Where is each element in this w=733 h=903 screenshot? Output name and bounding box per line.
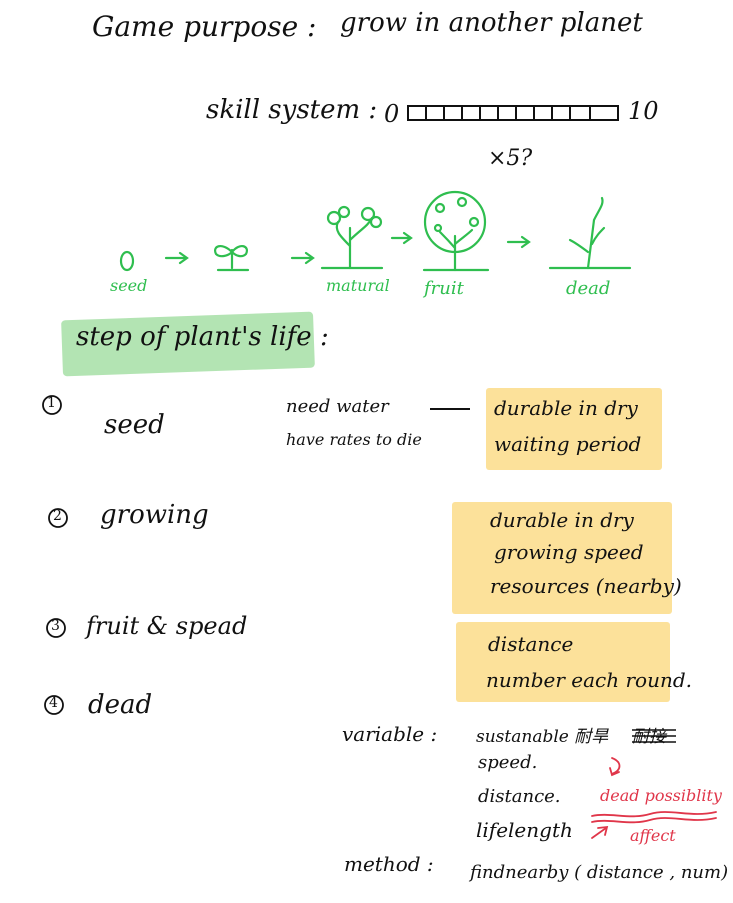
step-3-number: 3 (51, 618, 60, 634)
mature-plant-icon (320, 205, 384, 270)
variable-distance: distance. (478, 786, 561, 807)
stage-label-fruit: fruit (424, 278, 464, 299)
arrow-icon (164, 251, 189, 265)
dead-possibility-note: dead possiblity (600, 786, 722, 805)
variable-struck: 耐接 (632, 727, 666, 747)
affect-note: affect (630, 826, 676, 845)
stage-label-mature: matural (326, 276, 390, 295)
step-4-label: dead (88, 690, 153, 720)
arrow-icon (290, 251, 315, 265)
seed-note-waiting: waiting period (494, 432, 642, 456)
fruit-tree-icon (422, 190, 490, 272)
arrow-icon (390, 231, 413, 245)
variable-lifelength: lifelength (476, 818, 573, 842)
squiggle-underline (591, 811, 717, 818)
game-purpose-value: grow in another planet (340, 8, 643, 38)
game-purpose-label: Game purpose : (92, 10, 317, 43)
variable-label: variable : (342, 722, 438, 746)
step-2-circle (48, 508, 68, 528)
arrow-icon (591, 825, 609, 839)
skill-system-min: 0 (384, 100, 400, 128)
scribble-strike (632, 729, 676, 743)
step-3-label: fruit & spead (86, 612, 248, 640)
method-label: method : (344, 852, 434, 876)
curved-arrow-icon (611, 757, 621, 775)
growing-note-resources: resources (nearby) (490, 574, 682, 598)
skill-bar (407, 105, 619, 121)
seed-note-durable: durable in dry (494, 396, 638, 420)
steps-heading: step of plant's life : (76, 322, 329, 352)
dead-plant-icon (548, 196, 632, 270)
growing-note-durable: durable in dry (490, 508, 634, 532)
step-2-label: growing (100, 500, 209, 530)
step-1-label: seed (104, 410, 165, 440)
step-1-number: 1 (47, 395, 56, 411)
fruit-notes-highlight (456, 622, 670, 702)
fruit-note-number: number each round. (486, 668, 693, 692)
seed-notes-highlight (486, 388, 662, 470)
variable-speed: speed. (478, 752, 538, 773)
growing-notes-highlight (452, 502, 672, 614)
seed-note-rates-to-die: have rates to die (286, 430, 422, 449)
method-value: findnearby ( distance , num) (470, 862, 729, 883)
step-4-number: 4 (49, 695, 58, 711)
fruit-note-distance: distance (488, 632, 574, 656)
step-2-number: 2 (53, 508, 62, 524)
step-1-circle (42, 395, 62, 415)
variable-sustainable: sustanable 耐旱 (476, 727, 609, 747)
step-3-circle (46, 618, 66, 638)
stage-label-dead: dead (566, 278, 611, 299)
skill-system-max: 10 (628, 97, 659, 125)
stage-label-seed: seed (110, 276, 148, 295)
skill-system-multiplier: ×5? (488, 146, 533, 171)
seed-icon (119, 250, 135, 272)
skill-system-label: skill system : (206, 95, 378, 125)
arrow-icon (506, 235, 531, 249)
step-4-circle (44, 695, 64, 715)
growing-note-speed: growing speed (494, 540, 644, 564)
sprout-icon (214, 245, 250, 272)
seed-note-need-water: need water (286, 396, 389, 417)
